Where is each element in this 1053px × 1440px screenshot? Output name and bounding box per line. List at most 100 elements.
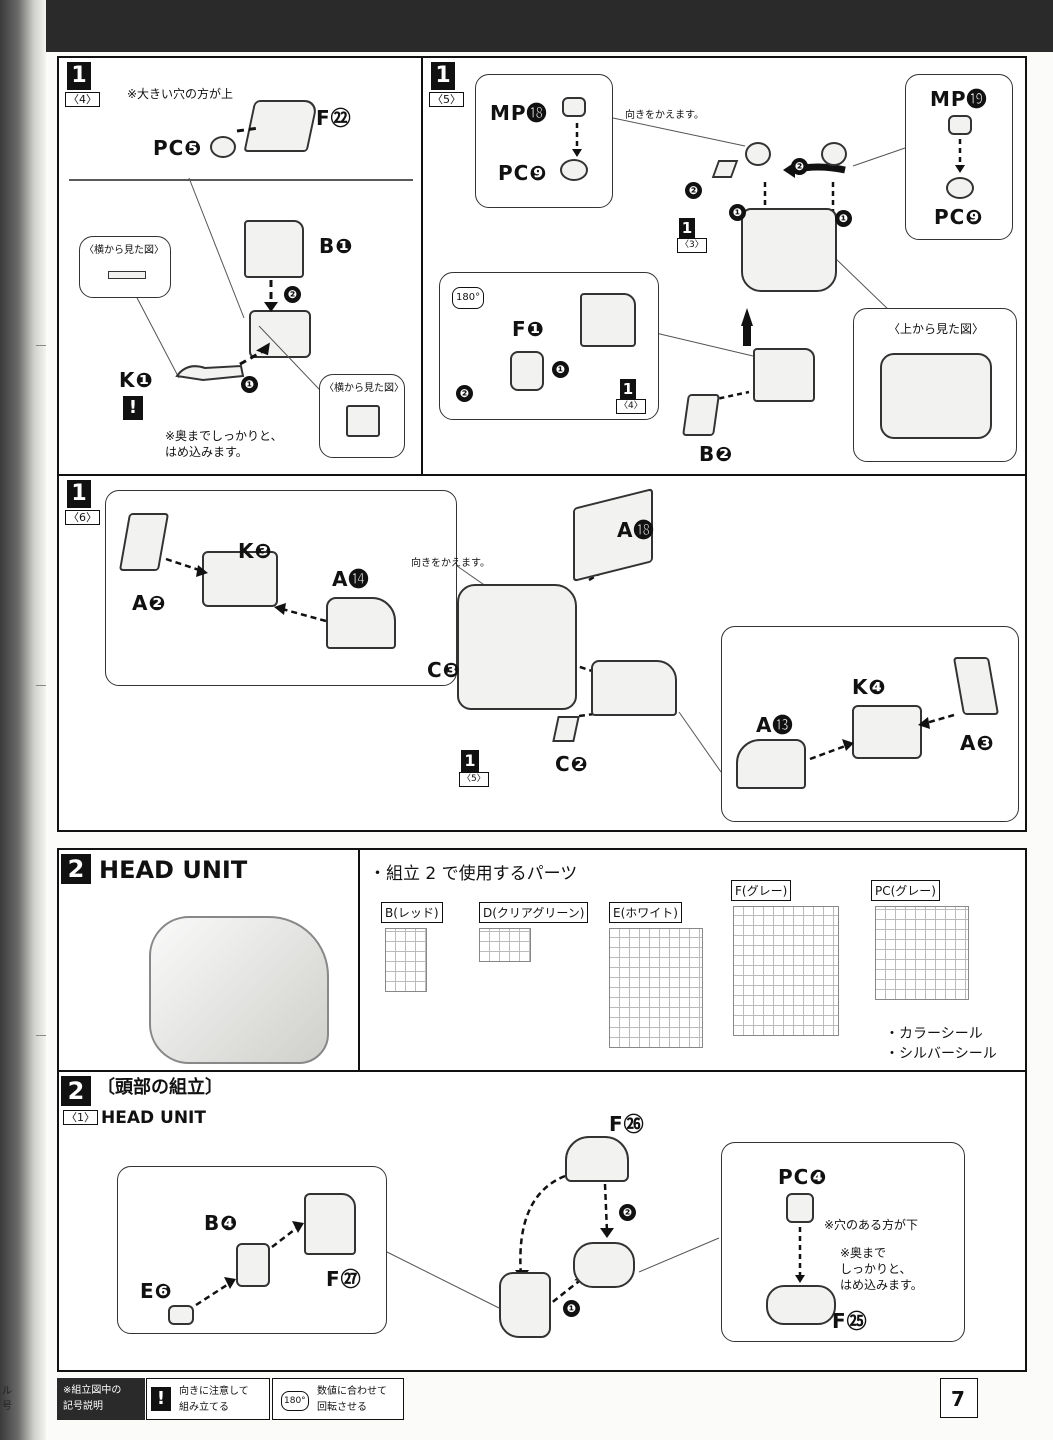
part-label-e6: E❻ <box>140 1279 173 1303</box>
ref-step-icon: 1 <box>679 218 695 238</box>
part-k4 <box>852 705 922 759</box>
right-arm-callout: K❹ A⓭ A❸ <box>721 626 1019 822</box>
part-a13 <box>736 739 806 789</box>
part-label-a3: A❸ <box>960 731 995 755</box>
ref-substep-5: 〈5〉 <box>459 772 489 787</box>
part-label-mp18: MP⓲ <box>490 101 548 125</box>
housing-assembly <box>753 348 815 402</box>
head-base-assembly <box>573 1242 635 1288</box>
legend-caution: ! 向きに注意して 組み立てる <box>146 1378 270 1420</box>
spine-text-2: 号 <box>2 1401 12 1412</box>
part-label-mp19: MP⓳ <box>930 87 988 111</box>
assembly-arrows <box>134 126 338 409</box>
part-label-k1: K❶ <box>119 368 154 392</box>
part-label-pc4: PC❹ <box>778 1165 828 1189</box>
note-push-in: ※奥まで しっかりと、 はめ込みます。 <box>840 1246 923 1292</box>
order-mark-2: ❷ <box>456 385 473 402</box>
part-a14 <box>326 597 396 649</box>
part-label-a18: A⓲ <box>617 518 655 542</box>
side-view-label: 〈横から見た図〉 <box>84 245 164 256</box>
substep-label: 〈4〉 <box>65 92 100 107</box>
part-label-f22: F㉒ <box>316 106 352 130</box>
side-view-part <box>346 405 380 437</box>
part-f27 <box>304 1193 356 1255</box>
ref-step-icon: 1 <box>620 379 636 399</box>
part-label-pc9-2: PC❾ <box>934 205 984 229</box>
step-1-4-panel: 1 〈4〉 ※大きい穴の方が上 PC❺ F㉒ B❶ ❷ ❶ 〈横から見た図〉 K… <box>57 56 423 476</box>
legend-caution-text: 向きに注意して 組み立てる <box>179 1386 249 1413</box>
page-number-box: 7 <box>940 1378 978 1418</box>
caution-icon: ! <box>151 1387 171 1411</box>
pc-right <box>821 142 847 166</box>
order-mark-2: ❷ <box>685 182 702 199</box>
step-number: 1 <box>67 480 91 508</box>
arrow <box>572 123 582 157</box>
order-mark-2: ❷ <box>791 158 808 175</box>
part-b2 <box>682 394 720 436</box>
step-number: 2 <box>61 1076 91 1106</box>
rotate-180-icon: 180° <box>452 287 485 309</box>
top-view-label: 〈上から見た図〉 <box>888 322 985 336</box>
parts-used-title: ・組立 2 で使用するパーツ <box>369 864 578 884</box>
mp18-part <box>562 97 586 117</box>
runner-b <box>385 928 427 992</box>
pc9-part <box>560 159 588 181</box>
arrow <box>955 139 965 173</box>
pc-left <box>745 142 771 166</box>
part-f25 <box>766 1285 836 1325</box>
legend-title-box: ※組立図中の 記号説明 <box>57 1378 145 1420</box>
part-e6 <box>168 1305 194 1325</box>
substep-label: 〈5〉 <box>429 92 464 107</box>
part-label-a14: A⓮ <box>332 567 370 591</box>
order-mark-2: ❷ <box>619 1204 636 1221</box>
top-view-assembly <box>880 353 992 439</box>
order-mark-1: ❶ <box>835 210 852 227</box>
polycap-pc5 <box>210 136 236 158</box>
part-label-b2: B❷ <box>699 442 734 466</box>
runner-pc <box>875 906 969 1000</box>
order-mark-1: ❶ <box>552 361 569 378</box>
order-mark-2: ❷ <box>284 286 301 303</box>
page-top-bar <box>0 0 1053 52</box>
substep-label: 〈6〉 <box>65 510 100 525</box>
runner-label-b: B(レッド) <box>381 902 443 923</box>
step-number: 2 <box>61 854 91 884</box>
left-arm-callout: A❷ K❸ A⓮ <box>105 490 457 686</box>
order-mark-1: ❶ <box>241 376 258 393</box>
runner-e <box>609 928 703 1048</box>
step-2-1-panel: 2 〔頭部の組立〕 〈1〉 HEAD UNIT B❹ F㉗ E❻ F㉖ ❷ ❶ … <box>57 1070 1027 1372</box>
part-label-f25: F㉕ <box>832 1309 868 1333</box>
part-label-k3: K❸ <box>238 539 273 563</box>
housing-part <box>580 293 636 347</box>
page-number: 7 <box>951 1387 966 1411</box>
legend-rotate-text: 数値に合わせて 回転させる <box>317 1386 387 1413</box>
part-pc4 <box>786 1193 814 1223</box>
mp19-callout: MP⓳ PC❾ <box>905 74 1013 240</box>
part-label-f26: F㉖ <box>609 1112 645 1136</box>
top-view-callout: 〈上から見た図〉 <box>853 308 1017 462</box>
step-number: 1 <box>67 62 91 90</box>
part-label-k4: K❹ <box>852 675 887 699</box>
mp18-callout: MP⓲ PC❾ <box>475 74 613 208</box>
part-f26 <box>565 1136 629 1182</box>
f1-callout: 180° F❶ ❷ ❶ 1 〈4〉 <box>439 272 659 420</box>
part-label-pc9: PC❾ <box>498 161 548 185</box>
mp19-part <box>948 115 972 135</box>
runner-d <box>479 928 531 962</box>
part-label-c2: C❷ <box>555 752 589 776</box>
order-mark-1: ❶ <box>729 204 746 221</box>
part-label-a2: A❷ <box>132 591 167 615</box>
part-label-c3: C❸ <box>427 658 461 682</box>
runner-label-pc: PC(グレー) <box>871 880 940 901</box>
part-label-pc5: PC❺ <box>153 136 203 160</box>
part-k3 <box>202 551 278 607</box>
part-label-f1: F❶ <box>512 317 545 341</box>
arrows <box>809 713 955 761</box>
arrow <box>795 1227 805 1283</box>
side-view-callout-1: 〈横から見た図〉 <box>79 236 171 298</box>
part-b4 <box>236 1243 270 1287</box>
ref-substep-3: 〈3〉 <box>677 238 707 253</box>
step-1-5-panel: 1 〈5〉 MP⓲ PC❾ 向きをかえます。 MP⓳ PC❾ ❷ ❷ ❶ ❶ <box>421 56 1027 476</box>
rotate-180-icon: 180° <box>281 1391 309 1411</box>
arrows <box>195 1221 304 1307</box>
